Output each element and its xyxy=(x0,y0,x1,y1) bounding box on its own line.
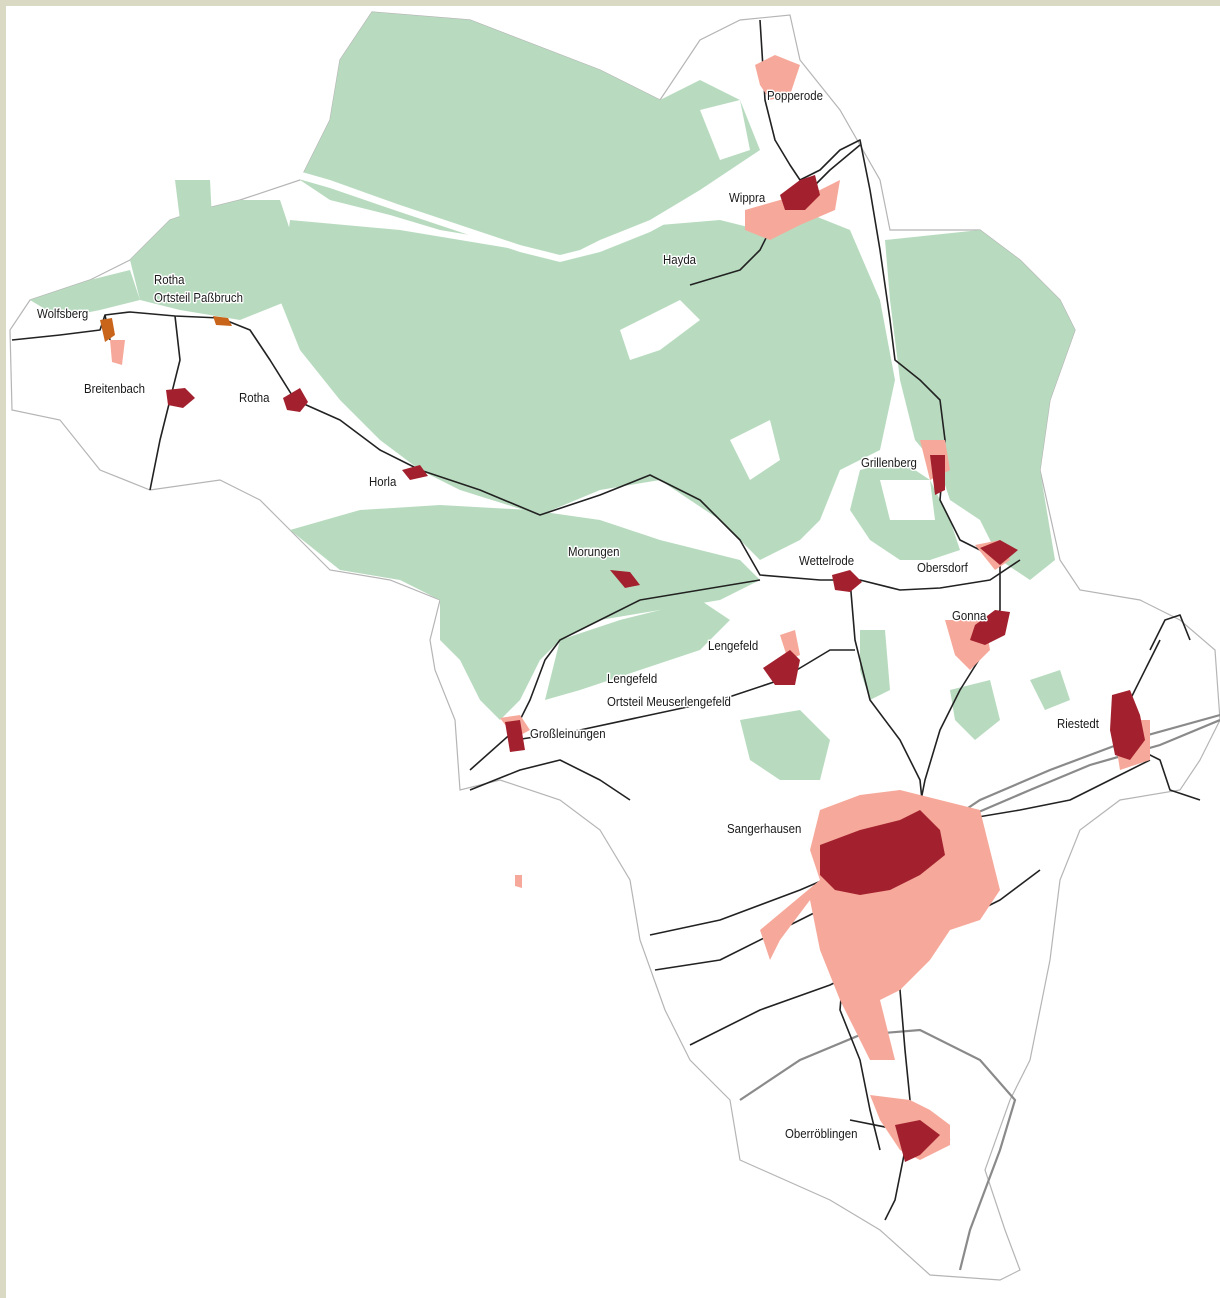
forest-patch-5 xyxy=(175,180,212,220)
label-oberroeblingen: Oberröblingen xyxy=(785,1126,858,1141)
morungen-core xyxy=(610,570,640,588)
oberroeblingen-core xyxy=(895,1120,940,1162)
label-wolfsberg: Wolfsberg xyxy=(37,306,88,321)
wolfsberg-extended xyxy=(110,340,125,365)
forest-patch-1 xyxy=(740,710,830,780)
rotha-core xyxy=(283,388,308,412)
forest-areas xyxy=(30,12,1075,780)
label-gonna: Gonna xyxy=(952,608,987,623)
label-rotha: Rotha xyxy=(239,390,270,405)
label-horla: Horla xyxy=(369,474,396,489)
lengefeld-core xyxy=(763,650,800,685)
forest-patch-3 xyxy=(950,680,1000,740)
label-obersdorf: Obersdorf xyxy=(917,560,968,575)
popperode-extended xyxy=(755,55,800,100)
gonna-core xyxy=(970,610,1010,645)
label-morungen: Morungen xyxy=(568,544,620,559)
label-riestedt: Riestedt xyxy=(1057,716,1099,731)
forest-south-band xyxy=(290,505,760,720)
hamlet-areas xyxy=(100,316,232,342)
map-svg[interactable]: Popperode Wippra Hayda Rotha Ortsteil Pa… xyxy=(6,6,1220,1298)
forest-patch-2 xyxy=(860,630,890,700)
label-grillenberg: Grillenberg xyxy=(861,455,917,470)
riestedt-core xyxy=(1110,690,1145,760)
label-hayda: Hayda xyxy=(663,252,696,267)
speck-1 xyxy=(515,875,522,888)
obersdorf-core xyxy=(980,540,1018,565)
place-labels: Popperode Wippra Hayda Rotha Ortsteil Pa… xyxy=(36,87,1101,1143)
sangerhausen-core xyxy=(820,810,945,895)
label-breitenbach: Breitenbach xyxy=(84,381,145,396)
wettelrode-core xyxy=(832,570,862,592)
passbruch-hamlet xyxy=(213,316,232,326)
label-lengefeld: Lengefeld xyxy=(708,638,758,653)
breitenbach-core xyxy=(166,388,195,408)
label-wippra: Wippra xyxy=(729,190,765,205)
label-lengefeld-meuserlengefeld-1: Lengefeld xyxy=(607,671,657,686)
label-lengefeld-meuserlengefeld-2: Ortsteil Meuserlengefeld xyxy=(607,694,731,709)
map-frame: Popperode Wippra Hayda Rotha Ortsteil Pa… xyxy=(6,6,1220,1298)
label-grossleinungen: Großleinungen xyxy=(530,726,606,741)
label-rotha-passbruch-1: Rotha xyxy=(154,272,185,287)
forest-patch-4 xyxy=(1030,670,1070,710)
label-sangerhausen: Sangerhausen xyxy=(727,821,802,836)
forest-north xyxy=(300,12,760,260)
horla-core xyxy=(402,465,428,480)
label-wettelrode: Wettelrode xyxy=(799,553,854,568)
label-rotha-passbruch-2: Ortsteil Paßbruch xyxy=(154,290,243,305)
wolfsberg-hamlet xyxy=(100,318,115,342)
forest-central xyxy=(280,210,895,560)
forest-lengefeld xyxy=(545,600,730,700)
forest-west-strip xyxy=(30,270,140,318)
forest-northwest xyxy=(130,200,300,320)
lengefeld-extended xyxy=(780,630,800,660)
label-popperode: Popperode xyxy=(767,88,823,103)
wippra-core xyxy=(780,175,820,210)
forest-northeast xyxy=(885,230,1075,580)
settlement-core-areas xyxy=(166,175,1145,1162)
grossleinungen-core xyxy=(505,720,525,752)
forest-clearings xyxy=(260,100,935,520)
grillenberg-core xyxy=(930,455,945,495)
